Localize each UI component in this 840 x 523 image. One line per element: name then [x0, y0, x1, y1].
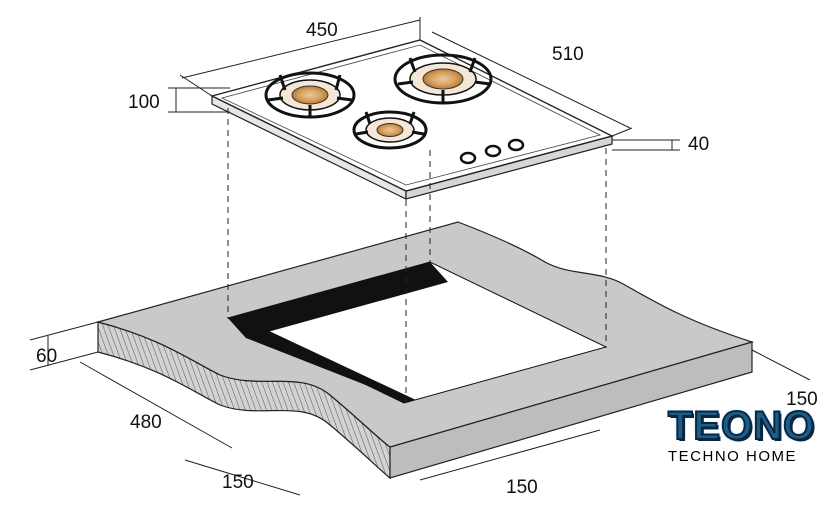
dim-hob-height: 100	[128, 92, 160, 113]
control-knobs	[459, 138, 525, 165]
dim-cutout-depth: 480	[130, 412, 162, 433]
dim-hob-depth: 510	[552, 44, 584, 65]
knob-1	[459, 151, 477, 165]
dim-glass-thickness: 40	[688, 134, 709, 155]
hob-glass-inner	[220, 44, 602, 186]
dim-front-margin-right: 150	[506, 477, 538, 498]
brand-tagline: TECHNO HOME	[668, 448, 797, 465]
projection-lines	[227, 108, 607, 403]
cutout-wall	[228, 262, 448, 338]
hob	[210, 39, 614, 200]
cutout-wall-front	[228, 318, 416, 403]
knob-2	[484, 144, 502, 158]
brand-logo-text: TEONO	[667, 404, 816, 448]
dim-right-margin: 150	[786, 389, 818, 410]
burner-left	[264, 71, 356, 119]
countertop	[95, 221, 755, 480]
dim-counter-thickness: 60	[36, 346, 57, 367]
burner-right	[393, 53, 493, 105]
knob-3	[507, 138, 525, 152]
dim-front-margin-left: 150	[222, 472, 254, 493]
dimension-lines	[29, 17, 811, 496]
burner-front	[352, 110, 428, 150]
dim-hob-width: 450	[306, 20, 338, 41]
brand-logo: TEONO TECHNO HOME	[667, 404, 838, 465]
